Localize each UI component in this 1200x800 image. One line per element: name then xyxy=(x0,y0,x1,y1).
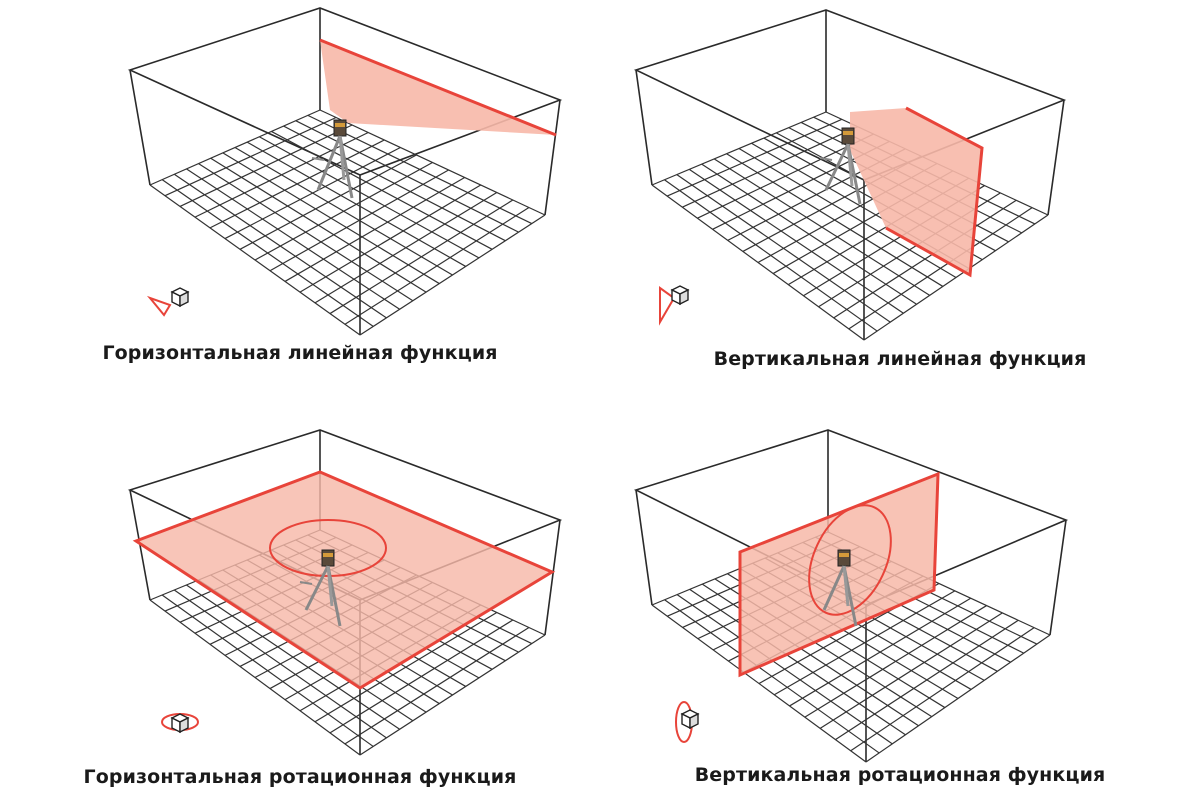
room-diagram-vertical-rotation xyxy=(633,429,1069,763)
caption-horizontal-rotation: Горизонтальная ротационная функция xyxy=(83,766,517,788)
room-diagram-horizontal-line xyxy=(127,7,563,336)
rotation-ring xyxy=(808,504,892,616)
laser-line xyxy=(738,471,940,678)
tripod-laser-level-icon xyxy=(311,119,354,199)
laser-line xyxy=(132,470,556,690)
room-diagram-horizontal-rotation xyxy=(127,429,563,756)
panel-vertical-rotation: Вертикальная ротационная функция xyxy=(600,400,1200,800)
tripod-laser-level-icon xyxy=(299,549,342,627)
room-diagram-vertical-line xyxy=(633,9,1067,341)
laser-plane xyxy=(136,472,552,688)
floor-grid xyxy=(149,109,546,336)
cube-with-laser-fan-icon xyxy=(146,287,190,317)
caption-vertical-line: Вертикальная линейная функция xyxy=(713,348,1087,370)
panel-horizontal-line: Горизонтальная линейная функция xyxy=(0,0,600,400)
laser-line xyxy=(319,38,557,137)
caption-horizontal-line: Горизонтальная линейная функция xyxy=(102,342,498,364)
tripod-laser-level-icon xyxy=(819,127,862,205)
cube-with-laser-ring-icon xyxy=(675,701,700,743)
cube-with-laser-ring-icon xyxy=(161,713,199,734)
panel-vertical-line: Вертикальная линейная функция xyxy=(600,0,1200,400)
cube-with-laser-fan-icon xyxy=(659,285,690,326)
tripod-laser-level-icon xyxy=(822,549,858,627)
laser-plane xyxy=(850,108,982,275)
panel-horizontal-rotation: Горизонтальная ротационная функция xyxy=(0,400,600,800)
caption-vertical-rotation: Вертикальная ротационная функция xyxy=(694,764,1106,786)
laser-line xyxy=(885,106,984,278)
